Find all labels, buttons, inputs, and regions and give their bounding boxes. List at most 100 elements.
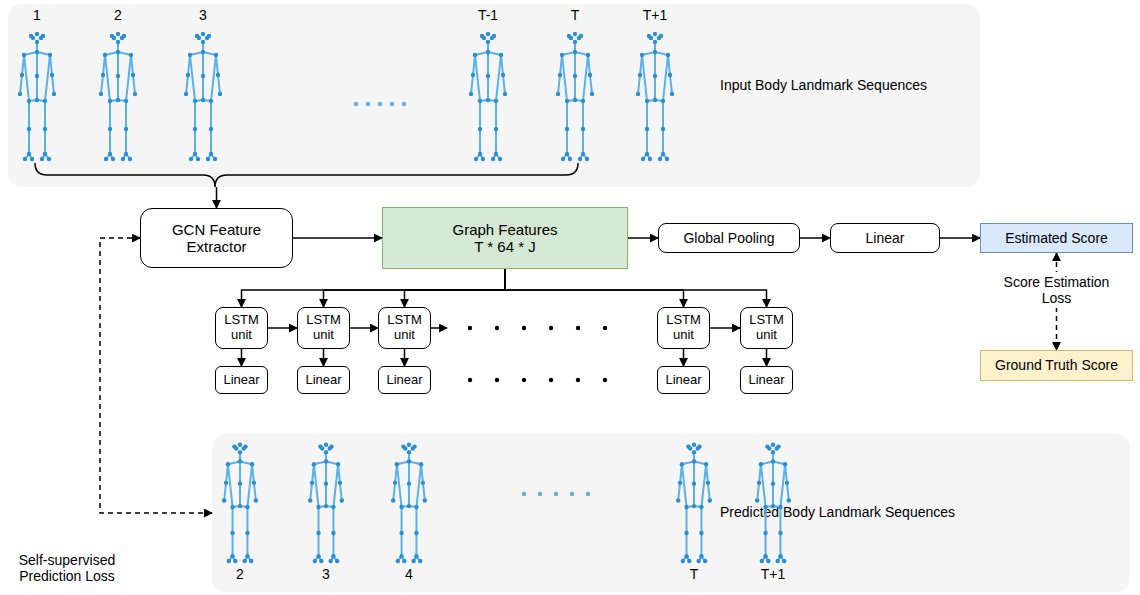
skeleton-joint [116,98,120,102]
skeleton-bone [479,129,481,154]
skeleton-joint [216,73,220,77]
skeleton-joint [766,559,770,563]
ellipsis-dot [603,378,607,382]
skeleton-joint [776,444,780,448]
skeleton-bone [496,55,501,101]
skeleton-joint [645,99,649,103]
skeleton-joint [35,40,39,44]
skeleton-bone [408,461,410,483]
flow-arrow [350,327,378,329]
skeleton-joint [209,127,213,131]
sequence-panel: Predicted Body Landmark Sequences [212,434,1130,592]
process-box: Linear [378,366,431,394]
frame-index: 2 [210,566,270,582]
skeleton-joint [310,481,314,485]
skeleton-joint [501,73,505,77]
skeleton-joint [124,99,128,103]
skeleton-joint [684,554,688,558]
skeleton-figure [222,443,258,564]
skeleton-bone [105,55,110,101]
skeleton-joint [391,498,395,502]
skeleton-joint [765,444,769,448]
skeleton-joint [254,498,258,502]
ellipsis-dot [554,492,558,496]
skeleton-bone [36,76,38,100]
skeleton-bone [574,76,576,100]
process-box: Linear [740,366,793,394]
skeleton-joint [645,152,649,156]
skeleton-joint [706,481,710,485]
skeleton-bone [772,484,774,506]
skeleton-joint [23,157,27,161]
loss-label: Score Estimation Loss [990,272,1123,308]
skeleton-joint [687,559,691,563]
skeleton-joint [116,74,120,78]
flow-arrow [940,237,980,239]
skeleton-joint [561,157,565,161]
skeleton-joint [486,50,490,54]
skeleton-joint [638,73,642,77]
skeleton-joint [324,443,328,447]
skeleton-joint [588,73,592,77]
ellipsis-dot [522,326,526,330]
process-box: LSTM unit [740,307,793,349]
skeleton-joint [193,99,197,103]
lstm-continue-arrow [431,327,447,329]
skeleton-bone [423,483,425,501]
skeleton-joint [692,443,696,447]
skeleton-joint [331,505,335,509]
skeleton-joint [407,443,411,447]
skeleton-joint [692,459,696,463]
skeleton-joint [340,498,344,502]
skeleton-joint [469,92,473,96]
skeleton-joint [43,127,47,131]
skeleton-joint [653,40,657,44]
box-label: LSTM unit [662,313,705,343]
skeleton-bone [133,75,135,94]
skeleton-joint [503,92,507,96]
skeleton-joint [771,450,775,454]
skeleton-joint [414,505,418,509]
skeleton-joint [230,554,234,558]
skeleton-joint [52,92,56,96]
skeleton-joint [124,127,128,131]
skeleton-bone [44,129,46,154]
skeleton-joint [116,32,120,36]
skeleton-joint [393,481,397,485]
skeleton-joint [661,152,665,156]
skeleton-joint [324,450,328,454]
skeleton-bone [190,55,195,101]
skeleton-joint [209,99,213,103]
skeleton-joint [324,504,328,508]
skeleton-joint [201,32,205,36]
skeleton-bone [662,129,664,154]
skeleton-joint [329,444,333,448]
skeleton-joint [318,444,322,448]
skeleton-joint [308,498,312,502]
skeleton-joint [238,450,242,454]
skeleton-joint [665,157,669,161]
skeleton-figure [18,32,56,161]
skeleton-bone [566,101,568,129]
skeleton-bone [582,101,584,129]
ellipsis-dot [549,326,553,330]
skeleton-joint [395,462,399,466]
box-label: Graph Features [452,221,557,238]
skeleton-joint [35,32,39,36]
skeleton-bone [475,55,480,101]
box-label: T * 64 * J [474,238,535,255]
skeleton-joint [402,559,406,563]
skeleton-joint [226,462,230,466]
flow-arrow [505,269,684,307]
skeleton-figure [469,32,507,161]
skeleton-bone [662,101,664,129]
skeleton-bone [708,483,710,501]
process-box: LSTM unit [297,307,350,349]
skeleton-joint [411,559,415,563]
skeleton-joint [227,559,231,563]
skeleton-joint [418,559,422,563]
skeleton-joint [696,559,700,563]
skeleton-joint [640,53,644,57]
skeleton-joint [201,98,205,102]
